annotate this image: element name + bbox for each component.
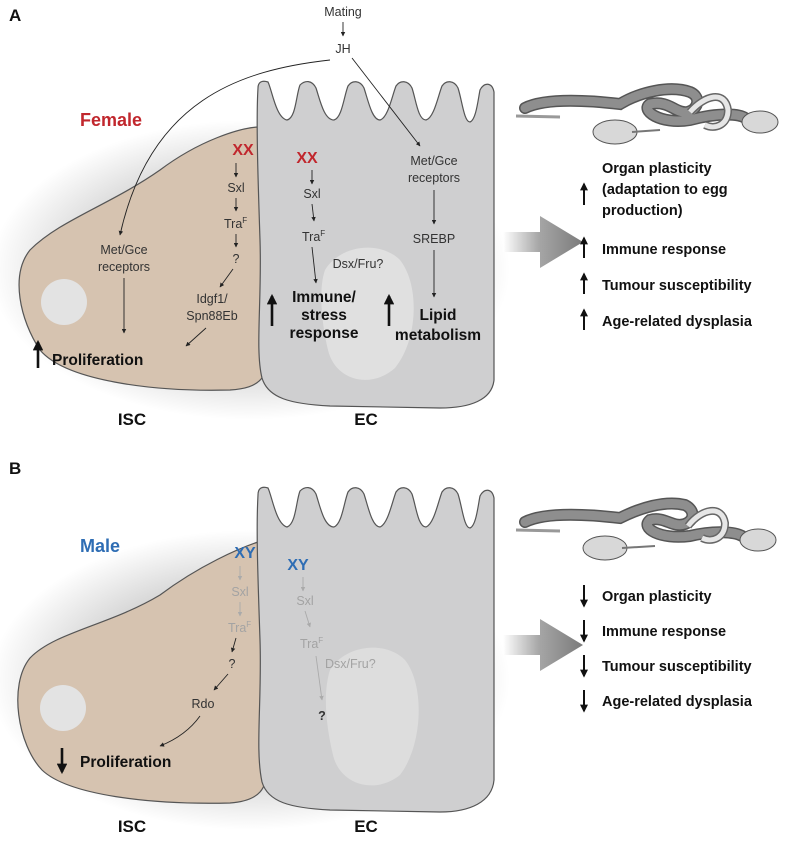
ec-lipid-line1: Lipid: [419, 307, 456, 324]
jh-to-ec-arrow: [351, 57, 421, 147]
gut-illustration-female: [515, 83, 779, 145]
isc-idgf-line2: Spn88Eb: [186, 309, 237, 323]
ec-immune-line3: response: [290, 325, 359, 342]
ec-arrow-sxl-tra-male: [304, 610, 311, 628]
panel-a: A Female Mating JH XX Sxl TraF ? Idgf1/ …: [0, 5, 779, 429]
isc-rdo-male: Rdo: [192, 697, 215, 711]
effect-female-5: Age-related dysplasia: [602, 314, 753, 330]
ec-question-male: ?: [318, 709, 326, 723]
female-label: Female: [80, 110, 142, 130]
isc-sxl-male: Sxl: [231, 585, 248, 599]
panel-b: B Male XY Sxl TraF ? Rdo Proliferation I…: [0, 459, 777, 836]
ec-cell-female: [256, 80, 495, 409]
jh-to-isc-arrow: [118, 59, 331, 236]
effect-female-2: production): [602, 203, 683, 219]
isc-arrow-rdo-prolif: [159, 715, 201, 747]
effect-male-3: Age-related dysplasia: [602, 694, 753, 710]
isc-arrow-idgf-prolif: [185, 327, 207, 347]
ec-chromosomes-female: XX: [296, 150, 318, 167]
male-label: Male: [80, 536, 120, 556]
isc-question-female: ?: [233, 252, 240, 266]
isc-sxl-female: Sxl: [227, 181, 244, 195]
isc-chromosomes-female: XX: [232, 142, 254, 159]
isc-nucleus-female: [41, 279, 87, 325]
isc-receptors-line2: receptors: [98, 260, 150, 274]
effect-male-1: Immune response: [602, 624, 726, 640]
ec-dsx-male: Dsx/Fru?: [325, 657, 376, 671]
isc-arrow-q-rdo: [213, 673, 229, 691]
isc-arrow-tra-q-male: [230, 637, 237, 653]
isc-chromosomes-male: XY: [234, 545, 256, 562]
isc-tra-female: TraF: [224, 216, 247, 231]
ec-sxl-male: Sxl: [296, 594, 313, 608]
isc-proliferation-female: Proliferation: [52, 352, 143, 369]
big-arrow-female: [503, 216, 583, 268]
ec-lipid-line2: metabolism: [395, 327, 481, 344]
isc-nucleus-male: [40, 685, 86, 731]
ec-receptors-line2: receptors: [408, 171, 460, 185]
isc-name-male: ISC: [118, 817, 146, 836]
ec-receptors-line1: Met/Gce: [410, 154, 457, 168]
ec-arrow-sxl-tra: [311, 203, 316, 222]
ec-chromosomes-male: XY: [287, 557, 309, 574]
isc-tra-male: TraF: [228, 620, 251, 635]
isc-idgf-line1: Idgf1/: [196, 292, 228, 306]
isc-arrow-q-idgf: [219, 268, 234, 288]
effect-female-1: (adaptation to egg: [602, 182, 728, 198]
ec-srebp: SREBP: [413, 232, 455, 246]
panel-a-letter: A: [9, 6, 21, 25]
effect-female-3: Immune response: [602, 242, 726, 258]
isc-receptors-line1: Met/Gce: [100, 243, 147, 257]
ec-name-male: EC: [354, 817, 378, 836]
effect-male-0: Organ plasticity: [602, 589, 712, 605]
isc-question-male: ?: [229, 657, 236, 671]
ec-dsx-female: Dsx/Fru?: [333, 257, 384, 271]
ec-nucleus-male: [325, 647, 419, 786]
isc-proliferation-male: Proliferation: [80, 754, 171, 771]
ec-tra-male: TraF: [300, 636, 323, 651]
jh-label: JH: [335, 42, 350, 56]
effect-male-2: Tumour susceptibility: [602, 659, 752, 675]
ec-immune-line1: Immune/: [292, 289, 356, 306]
ec-name-female: EC: [354, 410, 378, 429]
ec-arrow-tra-q-male: [315, 655, 324, 701]
isc-name-female: ISC: [118, 410, 146, 429]
effects-female: Organ plasticity (adaptation to egg prod…: [580, 161, 753, 330]
effect-female-0: Organ plasticity: [602, 161, 712, 177]
ec-arrow-tra-immune: [311, 246, 318, 284]
ec-sxl-female: Sxl: [303, 187, 320, 201]
big-arrow-male: [503, 619, 583, 671]
gut-illustration-male: [515, 497, 777, 561]
ec-tra-female: TraF: [302, 229, 325, 244]
effect-female-4: Tumour susceptibility: [602, 278, 752, 294]
ec-immune-line2: stress: [301, 307, 347, 324]
mating-label: Mating: [324, 5, 362, 19]
panel-b-letter: B: [9, 459, 21, 478]
effects-male: Organ plasticity Immune response Tumour …: [580, 585, 753, 713]
ec-nucleus-female: [321, 247, 414, 380]
